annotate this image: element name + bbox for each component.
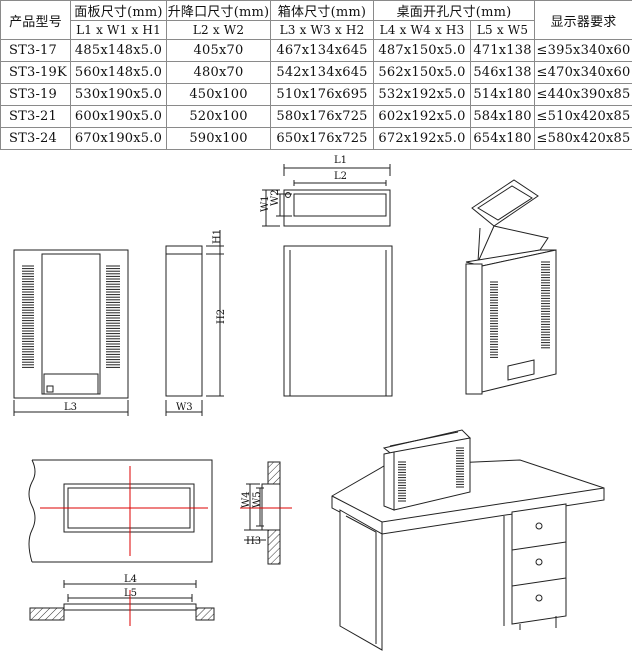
subheader-lift-opening-size: L2 x W2 — [166, 20, 271, 40]
lift-vent-right — [541, 261, 550, 349]
lift-3d-view — [465, 179, 557, 395]
cell-hole-a: 487x150x5.0 — [373, 39, 471, 62]
panel-top-view — [262, 164, 391, 227]
cell-panel: 600x190x5.0 — [70, 105, 167, 128]
header-desk-hole-size: 桌面开孔尺寸(mm) — [373, 0, 535, 21]
box-side-view — [165, 230, 224, 416]
desk-with-lift — [331, 429, 605, 651]
subheader-desk-hole-a: L4 x W4 x H3 — [373, 20, 471, 40]
header-display-requirement: 显示器要求 — [534, 0, 632, 40]
cell-opening: 480x70 — [166, 61, 271, 84]
cell-opening: 590x100 — [166, 127, 271, 150]
cell-hole-a: 672x192x5.0 — [373, 127, 471, 150]
desk-hole-section-bottom — [29, 580, 215, 621]
table-row: ST3-19K 560x148x5.0 480x70 542x134x645 5… — [0, 61, 632, 84]
desk-hole-plan — [28, 459, 213, 563]
spec-table: 产品型号 面板尺寸(mm) 升降口尺寸(mm) 箱体尺寸(mm) 桌面开孔尺寸(… — [0, 0, 632, 150]
label-l3: L3 — [64, 402, 77, 413]
label-l1: L1 — [334, 155, 347, 166]
lift-vent-left — [490, 281, 498, 358]
table-row: ST3-21 600x190x5.0 520x100 580x176x725 6… — [0, 105, 632, 128]
cell-model: ST3-19 — [0, 83, 71, 106]
cell-box: 467x134x645 — [270, 39, 374, 62]
front-vent-left — [22, 265, 34, 368]
label-h3: H3 — [246, 536, 261, 547]
table-row: ST3-17 485x148x5.0 405x70 467x134x645 48… — [0, 39, 632, 62]
label-w2: W2 — [270, 189, 281, 206]
cell-model: ST3-24 — [0, 127, 71, 150]
subheader-panel-size: L1 x W1 x H1 — [70, 20, 167, 40]
label-w5: W5 — [252, 491, 263, 508]
box-front-view — [13, 249, 129, 416]
cell-box: 650x176x725 — [270, 127, 374, 150]
table-row: ST3-24 670x190x5.0 590x100 650x176x725 6… — [0, 127, 632, 150]
label-w3: W3 — [176, 402, 193, 413]
cell-box: 580x176x725 — [270, 105, 374, 128]
desk-hole-section-side — [244, 461, 281, 565]
cell-display: ≤440x390x85 — [534, 83, 632, 106]
label-l5: L5 — [124, 588, 137, 599]
cell-display: ≤510x420x85 — [534, 105, 632, 128]
label-w4: W4 — [241, 491, 252, 508]
cell-hole-b: 654x180 — [470, 127, 535, 150]
label-h1: H1 — [212, 229, 223, 244]
front-vent-right — [106, 265, 120, 368]
header-product-model: 产品型号 — [0, 0, 71, 40]
label-l2: L2 — [334, 171, 347, 182]
cell-display: ≤470x340x60 — [534, 61, 632, 84]
label-w1: W1 — [260, 195, 271, 212]
cell-hole-b: 471x138 — [470, 39, 535, 62]
box-back-view — [283, 245, 393, 397]
desk-hole-centerlines — [40, 466, 208, 556]
cell-model: ST3-17 — [0, 39, 71, 62]
desk-lift-vents — [398, 447, 464, 502]
subheader-desk-hole-b: L5 x W5 — [470, 20, 535, 40]
label-h2: H2 — [216, 309, 227, 324]
table-header-row: 产品型号 面板尺寸(mm) 升降口尺寸(mm) 箱体尺寸(mm) 桌面开孔尺寸(… — [0, 0, 632, 40]
cell-hole-a: 602x192x5.0 — [373, 105, 471, 128]
header-panel-size: 面板尺寸(mm) — [70, 0, 167, 21]
label-l4: L4 — [124, 574, 137, 585]
cell-box: 542x134x645 — [270, 61, 374, 84]
